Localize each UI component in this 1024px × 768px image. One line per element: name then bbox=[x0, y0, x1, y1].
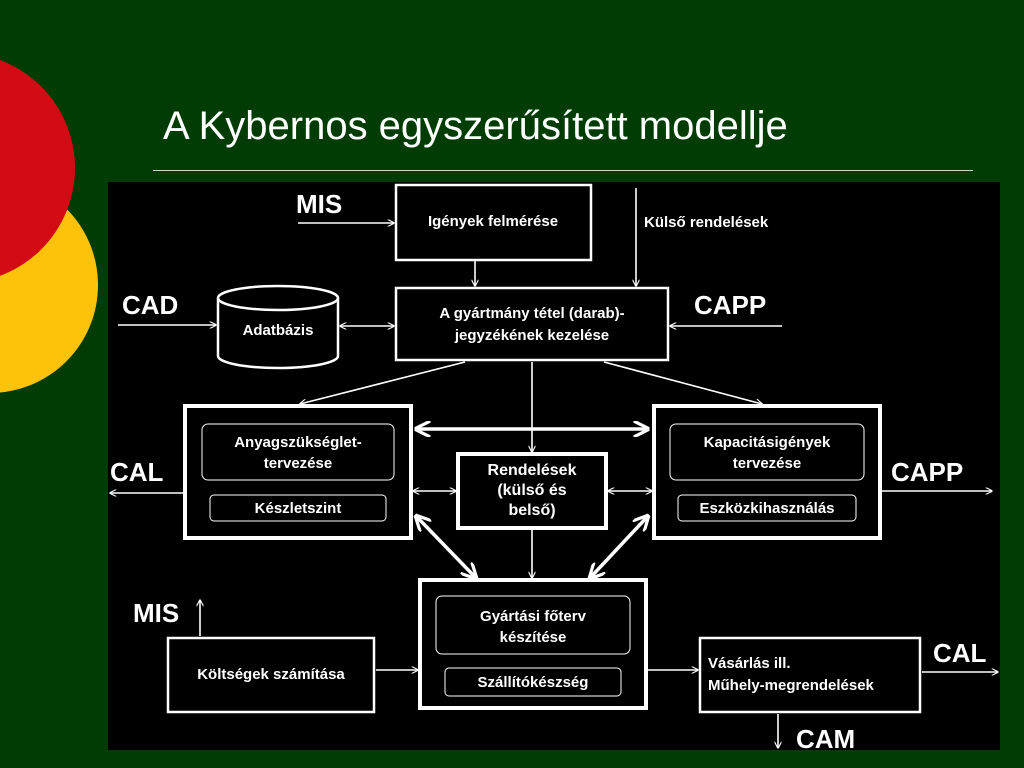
szallito-label: Szállítókészség bbox=[478, 674, 589, 691]
box-gyartmany: A gyártmány tétel (darab)- jegyzékének k… bbox=[394, 286, 670, 362]
title-divider bbox=[153, 170, 973, 171]
arrows bbox=[110, 188, 998, 748]
vasarlas-line1: Vásárlás ill. bbox=[708, 655, 791, 672]
vasarlas-line2: Műhely-megrendelések bbox=[708, 677, 875, 694]
anyag-line2: tervezése bbox=[264, 455, 332, 472]
label-mis-bottom: MIS bbox=[133, 598, 179, 628]
keszletszint-label: Készletszint bbox=[255, 500, 342, 517]
label-kulso-rendelesek: Külső rendelések bbox=[644, 214, 769, 231]
label-cal-left: CAL bbox=[110, 457, 164, 487]
eszkoz-label: Eszközkihasználás bbox=[699, 500, 834, 517]
box-gyartasi-foterv: Gyártási főterv készítése Szállítókészsé… bbox=[418, 578, 648, 710]
database-adatbazis: Adatbázis bbox=[216, 284, 340, 370]
decorative-circles bbox=[0, 60, 98, 393]
rendelesek-line3: belső) bbox=[508, 502, 555, 519]
arrow-gyartmany-to-anyag bbox=[300, 361, 466, 404]
box-gyartmany-line1: A gyártmány tétel (darab)- bbox=[439, 305, 624, 322]
anyag-line1: Anyagszükséglet- bbox=[234, 434, 362, 451]
rendelesek-line1: Rendelések bbox=[488, 462, 577, 479]
red-circle bbox=[0, 60, 75, 276]
bold-arrow-kapacitas-foterv bbox=[590, 516, 648, 578]
label-mis-top: MIS bbox=[296, 189, 342, 219]
rendelesek-line2: (külső és bbox=[497, 482, 566, 499]
label-cal-right: CAL bbox=[933, 638, 987, 668]
bold-arrow-anyag-foterv bbox=[416, 516, 476, 578]
label-cam: CAM bbox=[796, 724, 855, 750]
gyartasi-line2: készítése bbox=[500, 629, 567, 646]
kapacitas-line1: Kapacitásigények bbox=[704, 434, 831, 451]
slide-title: A Kybernos egyszerűsített modellje bbox=[163, 104, 788, 148]
box-koltsegek: Költségek számítása bbox=[166, 636, 376, 714]
box-rendelesek: Rendelések (külső és belső) bbox=[456, 452, 608, 530]
box-gyartmany-line2: jegyzékének kezelése bbox=[454, 327, 609, 344]
label-capp-right: CAPP bbox=[891, 457, 963, 487]
box-igenyek-label: Igények felmérése bbox=[428, 213, 558, 230]
arrow-gyartmany-to-kapacitas bbox=[603, 361, 762, 404]
kapacitas-line2: tervezése bbox=[733, 455, 801, 472]
database-label: Adatbázis bbox=[243, 322, 314, 339]
box-igenyek: Igények felmérése bbox=[394, 183, 593, 262]
kybernos-diagram: Igények felmérése Adatbázis A gyártmány … bbox=[108, 183, 1000, 754]
box-kapacitas: Kapacitásigények tervezése Eszközkihaszn… bbox=[652, 404, 882, 540]
label-capp-top: CAPP bbox=[694, 290, 766, 320]
koltsegek-label: Költségek számítása bbox=[197, 666, 345, 683]
box-anyagszukseglet: Anyagszükséglet- tervezése Készletszint bbox=[183, 404, 413, 540]
box-vasarlas: Vásárlás ill. Műhely-megrendelések bbox=[698, 636, 922, 714]
bold-arrows bbox=[416, 429, 648, 578]
label-cad: CAD bbox=[122, 290, 178, 320]
diagram-panel: Igények felmérése Adatbázis A gyártmány … bbox=[108, 182, 1000, 754]
gyartasi-line1: Gyártási főterv bbox=[480, 608, 587, 625]
